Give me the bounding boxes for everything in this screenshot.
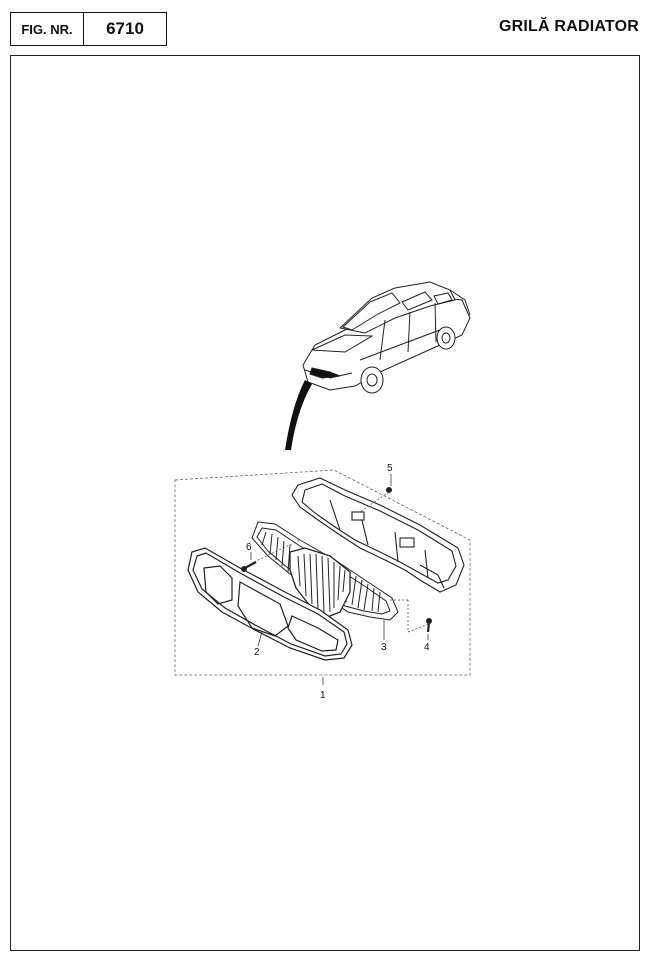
callout-3: 3: [381, 642, 387, 653]
callout-6: 6: [246, 542, 252, 553]
pointer-arrow: [285, 380, 312, 450]
assembly-boundary: [174, 469, 471, 676]
drawing-frame: [10, 55, 640, 951]
car-illustration: [302, 281, 471, 394]
callout-2: 2: [254, 647, 260, 658]
screw-6: [241, 561, 257, 572]
grille-surround: [187, 547, 353, 661]
screw-4: [426, 618, 432, 633]
clip-5: [386, 487, 392, 493]
figure-label: FIG. NR.: [11, 13, 84, 45]
grille-insert: [251, 521, 399, 621]
callout-leaders: [250, 474, 429, 685]
figure-number: 6710: [106, 19, 144, 38]
sheet-title: GRILĂ RADIATOR: [499, 18, 639, 35]
callout-4: 4: [424, 642, 430, 653]
callout-5: 5: [387, 463, 393, 474]
callout-1: 1: [320, 690, 326, 701]
figure-number-box: FIG. NR. 6710: [10, 12, 167, 46]
assembly-guide-lines: [253, 491, 429, 633]
